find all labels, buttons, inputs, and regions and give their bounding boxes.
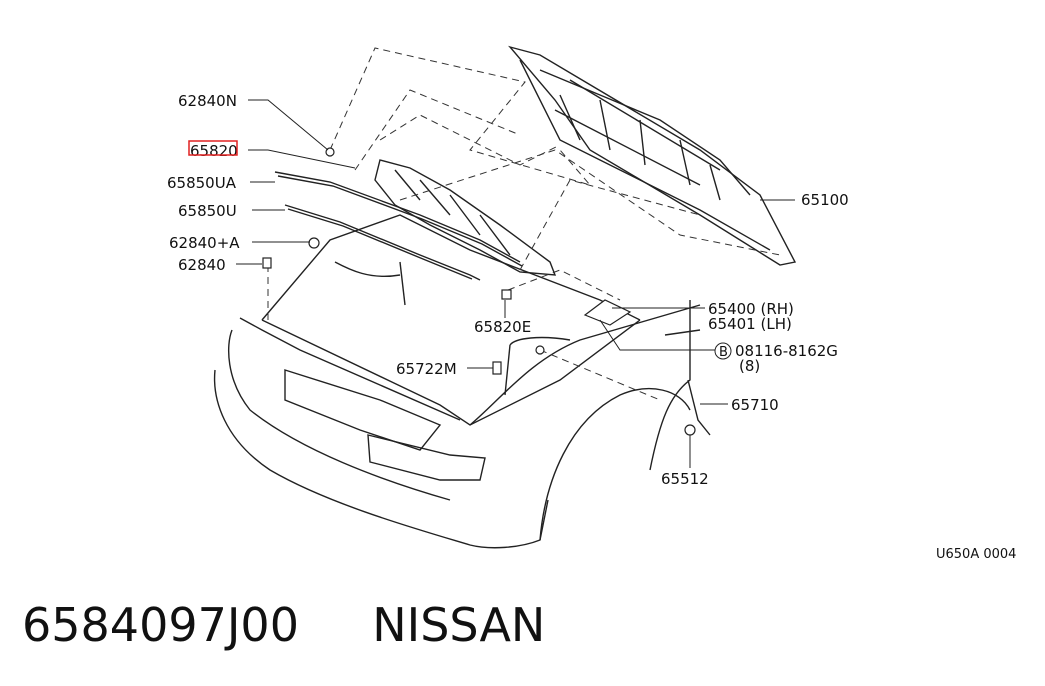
bolt-marker-letter: B	[719, 345, 728, 360]
label-65100: 65100	[801, 191, 849, 209]
brand-name: NISSAN	[372, 598, 546, 652]
clip-62840	[262, 257, 272, 269]
hinge	[583, 299, 632, 326]
label-65820: 65820	[190, 142, 238, 160]
caption: 6584097J00 NISSAN	[22, 598, 545, 652]
label-62840: 62840	[178, 256, 226, 274]
diagram-code: U650A 0004	[936, 547, 1016, 562]
hood-panel	[508, 45, 797, 266]
label-65710: 65710	[731, 396, 779, 414]
label-65512: 65512	[661, 470, 709, 488]
bolt	[535, 345, 545, 355]
label-62840A: 62840+A	[169, 234, 240, 252]
seal-strip-lower	[284, 204, 481, 281]
label-65850U: 65850U	[178, 202, 237, 220]
car-body	[213, 214, 701, 549]
highlight-box	[188, 140, 238, 156]
clip-62840A	[308, 237, 320, 249]
stay-grommet	[684, 424, 696, 436]
label-65401: 65401 (LH)	[708, 315, 792, 333]
label-65722M: 65722M	[396, 360, 457, 378]
dashed-guides	[267, 47, 781, 401]
label-bolt-qty: (8)	[739, 357, 760, 375]
bolt-marker-circle	[714, 342, 732, 360]
seal-strip-upper	[274, 171, 523, 267]
hood-insulator	[374, 159, 557, 276]
hood-lock	[492, 361, 502, 375]
label-65820E: 65820E	[474, 318, 531, 336]
label-bolt-code: 08116-8162G	[735, 342, 838, 360]
hood-stay	[687, 379, 711, 436]
part-number: 6584097J00	[22, 598, 299, 652]
leader-lines	[236, 99, 795, 468]
label-62840N: 62840N	[178, 92, 237, 110]
label-65400: 65400 (RH)	[708, 300, 794, 318]
hood-stay-clip	[501, 289, 512, 300]
label-65850UA: 65850UA	[167, 174, 237, 192]
